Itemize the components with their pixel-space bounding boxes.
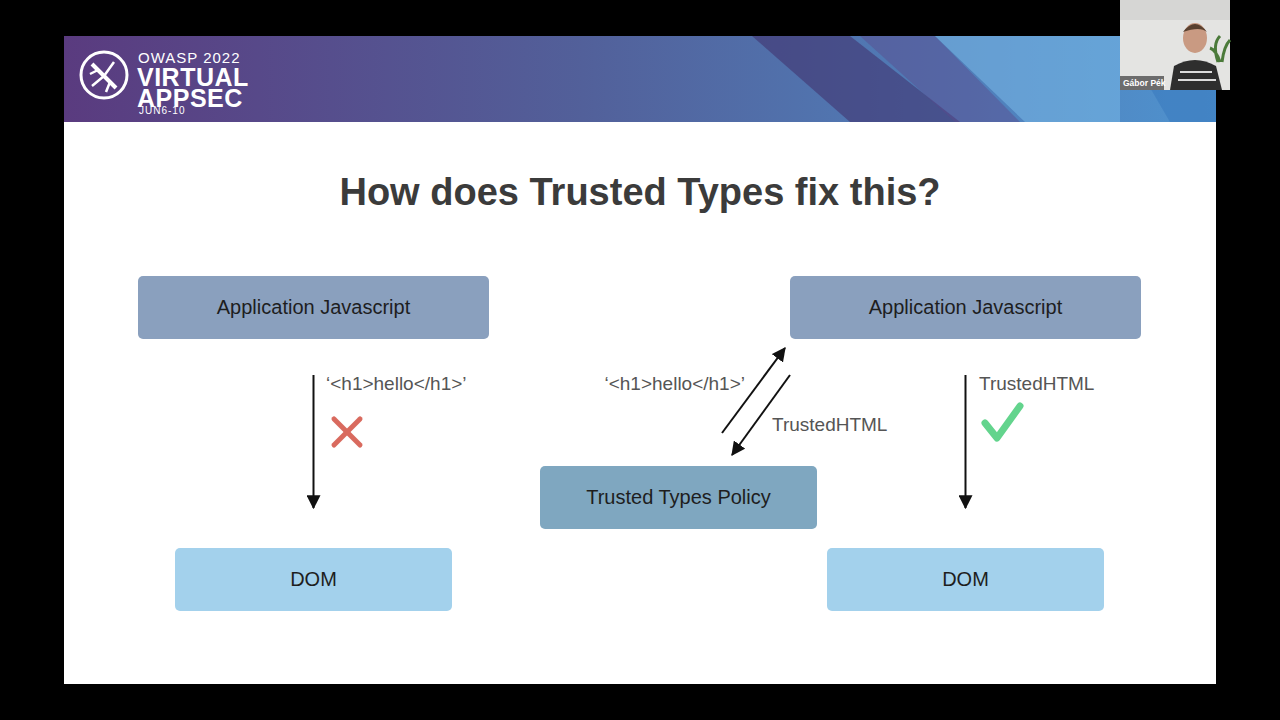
slide-background	[64, 36, 1216, 684]
edge-label: TrustedHTML	[772, 415, 887, 434]
webcam-wall	[1120, 0, 1230, 20]
edge-label: ‘<h1>hello</h1>’	[326, 374, 467, 393]
cross-stroke	[334, 419, 360, 445]
logo-text: OWASP 2022	[138, 50, 241, 65]
slide-title: How does Trusted Types fix this?	[0, 171, 1280, 214]
webcam-thumbnail	[1120, 0, 1230, 90]
dom-box: DOM	[827, 548, 1104, 611]
speaker-name: Gábor Pék	[1123, 79, 1166, 88]
node-text: DOM	[942, 568, 989, 591]
node-text: Application Javascript	[869, 296, 1062, 319]
node-text: Trusted Types Policy	[586, 486, 771, 509]
process-box: Application Javascript	[790, 276, 1141, 339]
header-shape	[935, 36, 1120, 122]
edge-label: TrustedHTML	[979, 374, 1094, 393]
logo-ring	[81, 52, 127, 98]
person-hair	[1183, 24, 1207, 32]
webcam-background	[1120, 0, 1230, 90]
flow-arrow	[313, 375, 315, 508]
node-text: DOM	[290, 568, 337, 591]
accept-check	[985, 406, 1020, 438]
shirt-stripes	[1178, 72, 1216, 80]
policy-box: Trusted Types Policy	[540, 466, 817, 529]
person-head	[1183, 23, 1207, 53]
process-box: Application Javascript	[138, 276, 489, 339]
reject-cross	[334, 419, 360, 445]
logo-wasp-wings	[90, 62, 114, 92]
logo-text: JUN6-10	[139, 106, 185, 116]
dom-box: DOM	[175, 548, 452, 611]
edge-label: ‘<h1>hello</h1>’	[604, 374, 745, 393]
node-text: Application Javascript	[217, 296, 410, 319]
cross-stroke	[334, 419, 360, 445]
owasp-logo	[81, 52, 127, 98]
header-band	[64, 36, 1216, 122]
person-shirt	[1170, 60, 1222, 90]
flow-arrow	[965, 375, 967, 508]
plant	[1210, 36, 1230, 62]
